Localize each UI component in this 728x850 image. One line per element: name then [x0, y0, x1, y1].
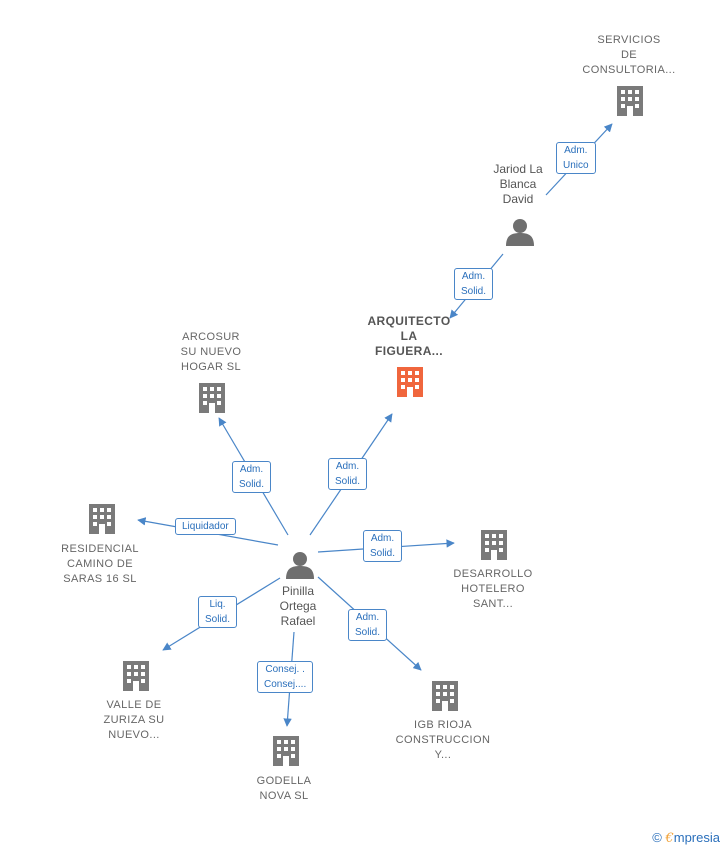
- edge-label-line: Unico: [563, 160, 589, 171]
- node-label-line: CAMINO DE: [67, 558, 133, 570]
- node-label-line: RESIDENCIAL: [61, 543, 139, 555]
- node-label-line: Rafael: [280, 614, 316, 628]
- node-label-line: DE: [620, 49, 638, 61]
- node-label-jariod[interactable]: Jariod La Blanca David: [473, 162, 563, 207]
- node-label-line: SARAS 16 SL: [63, 573, 137, 585]
- node-label-line: HOGAR SL: [180, 361, 242, 373]
- edge-label-pinilla-arcosur: Adm. Solid.: [232, 461, 272, 493]
- edge-label-line: Consej....: [264, 679, 307, 690]
- node-label-line: ARQUITECTO: [367, 314, 451, 328]
- edge-label-line: Liq.: [209, 599, 226, 610]
- node-label-line: IGB RIOJA: [414, 719, 472, 731]
- node-label-servicios[interactable]: SERVICIOS DE CONSULTORIA...: [564, 33, 694, 78]
- node-label-line: CONSULTORIA...: [582, 64, 676, 76]
- node-label-line: Pinilla: [281, 584, 314, 598]
- person-icon-jariod[interactable]: [506, 219, 534, 246]
- edge-label-line: Adm.: [461, 271, 486, 282]
- node-label-line: ZURIZA SU: [103, 714, 165, 726]
- edge-label-line: Solid.: [335, 476, 361, 487]
- edge-label-line: Solid.: [205, 614, 231, 625]
- edge-label-line: Solid.: [239, 479, 265, 490]
- node-label-line: Jariod La: [493, 162, 543, 176]
- node-label-igb[interactable]: IGB RIOJA CONSTRUCCION Y...: [378, 718, 508, 763]
- node-label-line: David: [502, 192, 534, 206]
- edge-label-pinilla-valle: Liq. Solid.: [198, 596, 238, 628]
- building-icon-godella[interactable]: [273, 736, 299, 766]
- node-label-godella[interactable]: GODELLA NOVA SL: [219, 774, 349, 804]
- node-label-line: GODELLA: [256, 775, 312, 787]
- node-label-arquitecto[interactable]: ARQUITECTO LA FIGUERA...: [344, 314, 474, 359]
- brand-name: mpresia: [673, 830, 720, 845]
- node-label-line: HOTELERO: [461, 583, 525, 595]
- edge-label-pinilla-igb: Adm. Solid.: [348, 609, 388, 641]
- edge-label-pinilla-residencial: Liquidador: [175, 518, 236, 535]
- building-icon-residencial[interactable]: [89, 504, 115, 534]
- edge-label-line: Solid.: [370, 548, 396, 559]
- node-label-line: Blanca: [499, 177, 537, 191]
- node-label-line: FIGUERA...: [374, 344, 443, 358]
- copyright-icon: ©: [652, 830, 662, 845]
- edge-label-jariod-servicios: Adm. Unico: [556, 142, 596, 174]
- building-icon-igb[interactable]: [432, 681, 458, 711]
- brand-initial: €: [665, 831, 674, 846]
- node-label-valle[interactable]: VALLE DE ZURIZA SU NUEVO...: [69, 698, 199, 743]
- person-icon-pinilla[interactable]: [286, 552, 314, 579]
- node-label-line: SERVICIOS: [597, 34, 661, 46]
- node-label-line: Y...: [434, 749, 452, 761]
- edge-label-line: Adm.: [335, 461, 360, 472]
- building-icon-arquitecto[interactable]: [397, 367, 423, 397]
- node-label-line: NOVA SL: [259, 790, 309, 802]
- node-label-desarrollo[interactable]: DESARROLLO HOTELERO SANT...: [428, 567, 558, 612]
- node-label-line: LA: [400, 329, 418, 343]
- edge-label-pinilla-arquitecto: Adm. Solid.: [328, 458, 368, 490]
- edge-label-pinilla-desarrollo: Adm. Solid.: [363, 530, 403, 562]
- node-label-line: VALLE DE: [106, 699, 162, 711]
- building-icon-desarrollo[interactable]: [481, 530, 507, 560]
- edge-label-line: Liquidador: [182, 521, 229, 532]
- edge-label-line: Adm.: [564, 145, 588, 156]
- building-icon-servicios[interactable]: [617, 86, 643, 116]
- node-label-arcosur[interactable]: ARCOSUR SU NUEVO HOGAR SL: [146, 330, 276, 375]
- empresia-watermark: © €mpresia: [652, 830, 720, 846]
- node-label-residencial[interactable]: RESIDENCIAL CAMINO DE SARAS 16 SL: [35, 542, 165, 587]
- node-label-line: NUEVO...: [108, 729, 160, 741]
- edge-label-line: Solid.: [461, 286, 487, 297]
- building-icon-valle[interactable]: [123, 661, 149, 691]
- edge-label-line: Consej. .: [265, 664, 305, 675]
- node-label-line: DESARROLLO: [453, 568, 533, 580]
- edge-label-jariod-arquitecto: Adm. Solid.: [454, 268, 494, 300]
- edge-label-line: Solid.: [355, 627, 381, 638]
- edge-label-line: Adm.: [370, 533, 395, 544]
- node-label-line: SU NUEVO: [180, 346, 242, 358]
- node-label-pinilla[interactable]: Pinilla Ortega Rafael: [253, 584, 343, 629]
- node-label-line: Ortega: [279, 599, 317, 613]
- building-icon-arcosur[interactable]: [199, 383, 225, 413]
- node-label-line: SANT...: [472, 598, 514, 610]
- node-label-line: ARCOSUR: [182, 331, 240, 343]
- edge-label-pinilla-godella: Consej. . Consej....: [257, 661, 314, 693]
- edge-label-line: Adm.: [355, 612, 380, 623]
- node-label-line: CONSTRUCCION: [395, 734, 491, 746]
- edge-label-line: Adm.: [239, 464, 264, 475]
